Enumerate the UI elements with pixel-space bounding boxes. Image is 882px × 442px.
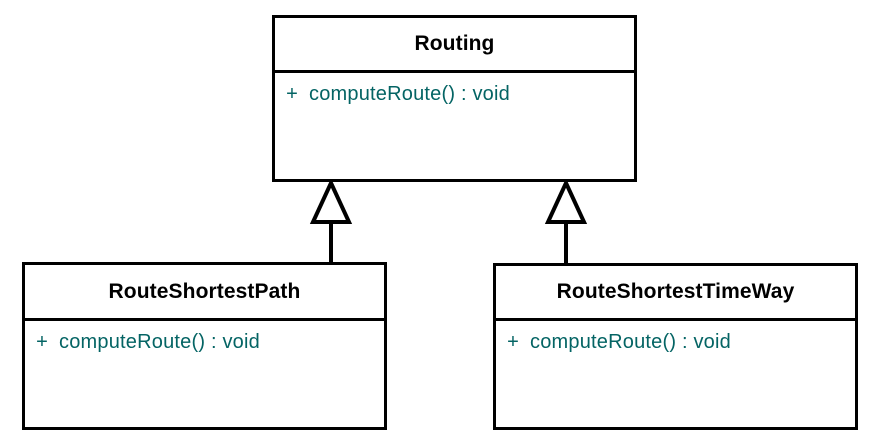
uml-member-signature: computeRoute() : void — [59, 331, 260, 353]
uml-member-visibility-icon: + — [36, 331, 48, 353]
uml-class-name-label: Routing — [414, 32, 495, 55]
uml-class-members-compartment: + computeRoute() : void — [25, 321, 384, 427]
uml-member-visibility-icon: + — [507, 331, 519, 353]
uml-class-routing[interactable]: Routing + computeRoute() : void — [272, 15, 637, 182]
uml-member-row: + computeRoute() : void — [496, 331, 855, 354]
uml-member-signature: computeRoute() : void — [309, 83, 510, 105]
uml-class-route-shortest-time-way[interactable]: RouteShortestTimeWay + computeRoute() : … — [493, 263, 858, 430]
uml-class-name-compartment: Routing — [275, 18, 634, 73]
generalization-arrow-icon — [544, 178, 588, 264]
uml-member-row: + computeRoute() : void — [275, 83, 634, 106]
uml-member-signature: computeRoute() : void — [530, 331, 731, 353]
uml-class-name-label: RouteShortestPath — [108, 279, 301, 303]
uml-class-name-compartment: RouteShortestPath — [25, 265, 384, 321]
generalization-arrow-icon — [309, 178, 353, 264]
uml-class-name-compartment: RouteShortestTimeWay — [496, 266, 855, 321]
uml-class-members-compartment: + computeRoute() : void — [496, 321, 855, 427]
uml-class-name-label: RouteShortestTimeWay — [556, 280, 795, 303]
uml-class-route-shortest-path[interactable]: RouteShortestPath + computeRoute() : voi… — [22, 262, 387, 430]
uml-member-row: + computeRoute() : void — [25, 331, 384, 354]
generalization-route-shortest-path-to-routing[interactable] — [300, 178, 362, 264]
uml-class-members-compartment: + computeRoute() : void — [275, 73, 634, 179]
generalization-route-shortest-time-way-to-routing[interactable] — [535, 178, 597, 264]
uml-member-visibility-icon: + — [286, 83, 298, 105]
